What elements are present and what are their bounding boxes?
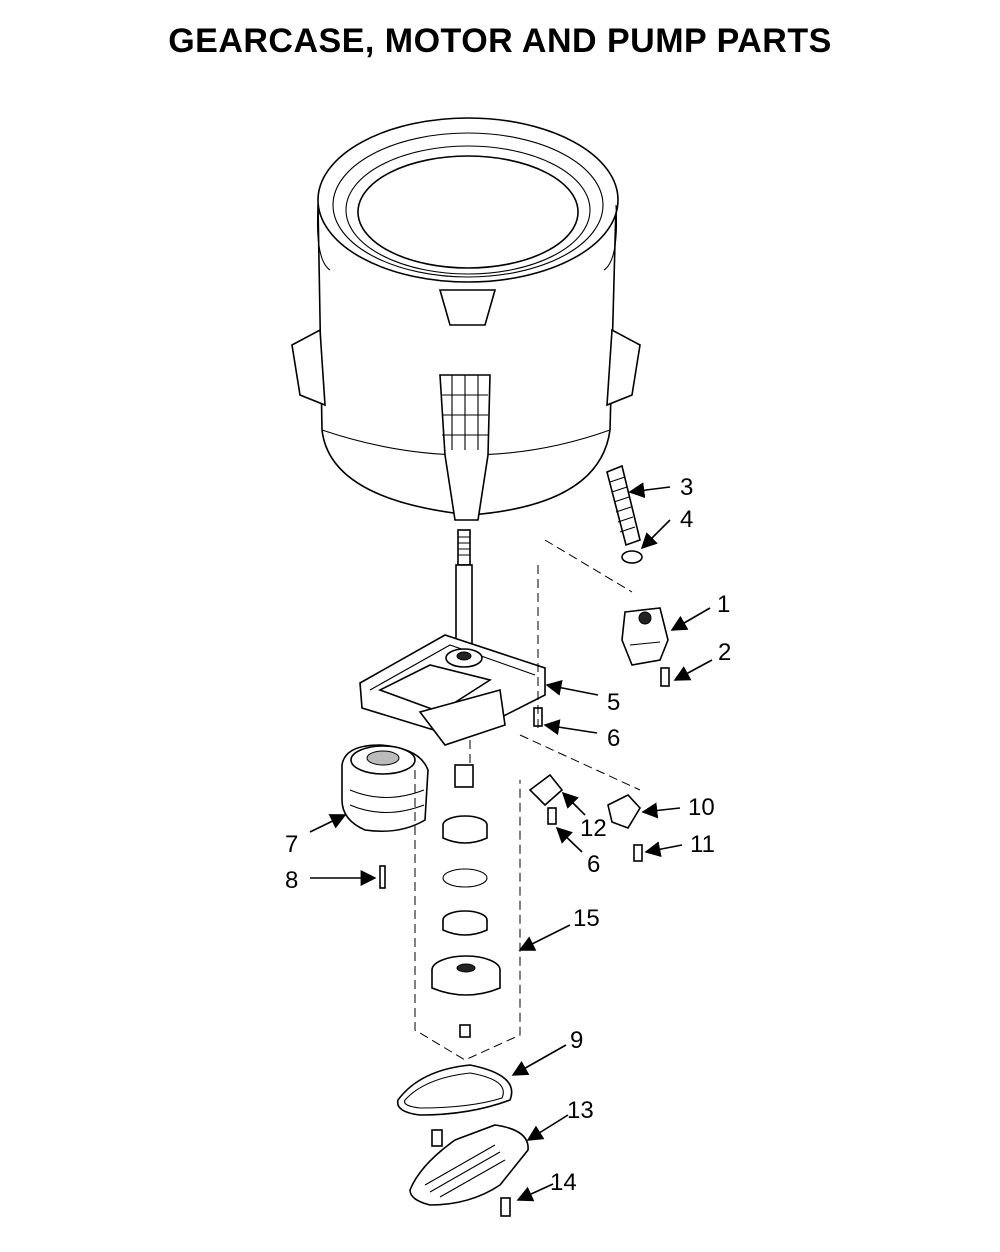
drain-hose	[606, 464, 641, 547]
callout-4: 4	[680, 506, 693, 533]
callout-8: 8	[285, 867, 298, 894]
callout-10: 10	[688, 794, 715, 821]
pulley-bracket	[409, 1124, 529, 1206]
guide-lines	[469, 539, 641, 791]
pump	[621, 607, 669, 666]
callout-13: 13	[567, 1097, 594, 1124]
motor	[341, 744, 429, 833]
coupler-parts	[431, 764, 501, 1038]
bracket-screw	[500, 1197, 511, 1217]
actuator-screw	[633, 844, 643, 862]
leader-arrows	[309, 482, 713, 1202]
callout-6a: 6	[607, 725, 620, 752]
actuator-part	[607, 794, 641, 829]
cam-part	[528, 773, 564, 807]
callout-2: 2	[718, 639, 731, 666]
callout-14: 14	[550, 1169, 577, 1196]
callout-11: 11	[690, 831, 715, 858]
cam-screw	[547, 807, 557, 825]
gearcase	[359, 634, 546, 746]
pump-screw	[660, 667, 670, 687]
drive-shaft	[455, 529, 473, 651]
callout-9: 9	[570, 1027, 583, 1054]
callout-7: 7	[285, 831, 298, 858]
callout-15: 15	[573, 905, 600, 932]
hose-clamp	[621, 550, 643, 564]
callout-6b: 6	[587, 851, 600, 878]
page-title: GEARCASE, MOTOR AND PUMP PARTS	[168, 22, 832, 60]
callout-3: 3	[680, 474, 693, 501]
callout-12: 12	[580, 815, 607, 842]
motor-bolt	[379, 865, 386, 889]
tub	[291, 117, 641, 521]
callout-1: 1	[717, 591, 730, 618]
callout-5: 5	[607, 689, 620, 716]
